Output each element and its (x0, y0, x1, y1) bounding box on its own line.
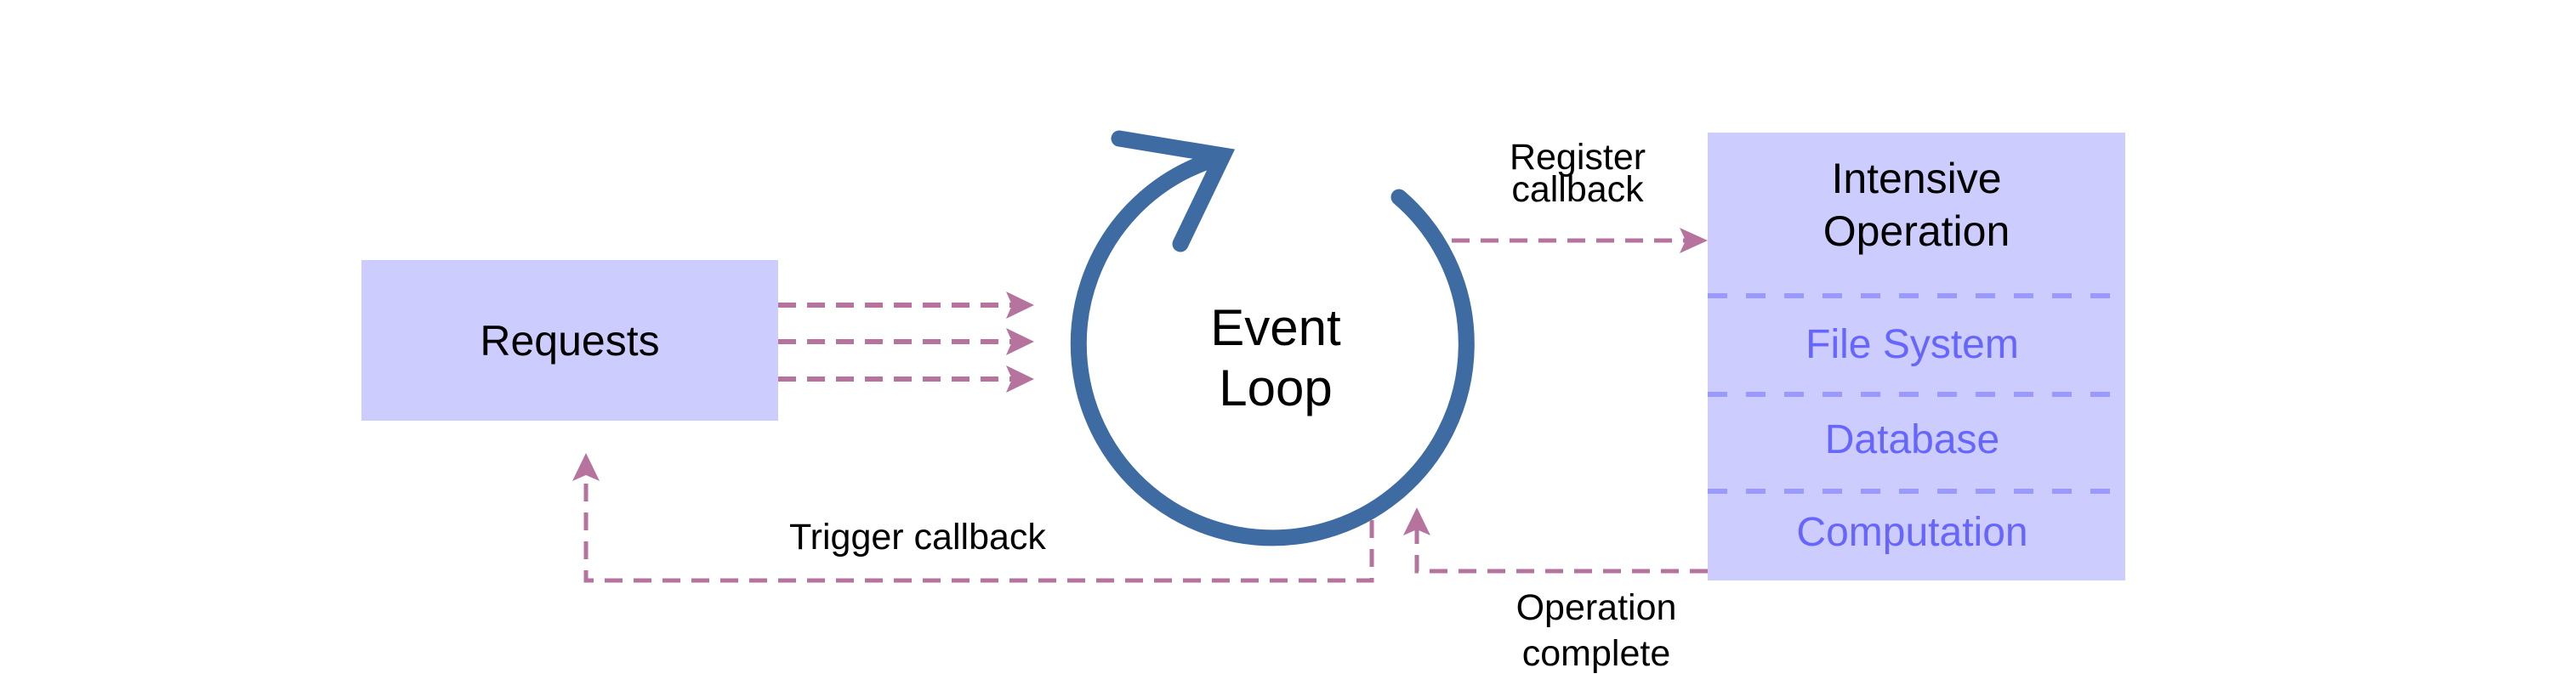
section-dividers (1708, 293, 2114, 494)
request-arrow (778, 365, 1034, 393)
requests-node: Requests (361, 260, 778, 421)
register-callback-label: Register callback (1493, 137, 1663, 210)
event-loop-cycle-icon (1070, 130, 1475, 546)
intensive-operation-node: Intensive Operation File System Database… (1708, 133, 2125, 580)
operation-complete-line1: Operation (1515, 587, 1677, 628)
event-loop-label: Event Loop (1174, 297, 1378, 418)
arrowhead-icon (572, 453, 600, 481)
register-callback-line1: Register (1509, 137, 1646, 178)
register-callback-line2: callback (1511, 169, 1644, 210)
request-arrow (778, 292, 1034, 319)
register-callback-arrow (1452, 228, 1708, 253)
arrowhead-icon (1403, 507, 1430, 535)
section-computation: Computation (1796, 510, 2028, 555)
intensive-operation-title-line1: Intensive (1831, 155, 2002, 202)
operation-complete-label: Operation complete (1494, 585, 1698, 677)
section-database: Database (1824, 417, 2000, 462)
trigger-callback-label: Trigger callback (789, 517, 1046, 558)
event-loop-label-line1: Event (1210, 299, 1341, 356)
intensive-operation-title-line2: Operation (1823, 207, 2010, 255)
arrowhead-icon (1680, 228, 1708, 253)
arrowhead-icon (1006, 365, 1034, 393)
requests-to-loop-arrows (778, 292, 1034, 393)
event-loop-label-line2: Loop (1219, 359, 1333, 416)
section-file-system: File System (1805, 322, 2019, 367)
operation-complete-line2: complete (1521, 633, 1671, 674)
operation-complete-arrow (1403, 507, 1708, 574)
intensive-operation-title: Intensive Operation (1708, 152, 2125, 258)
arrowhead-icon (1006, 292, 1034, 319)
arrowhead-icon (1006, 328, 1034, 355)
request-arrow (778, 328, 1034, 355)
trigger-callback-arrow (572, 453, 1374, 583)
requests-label: Requests (480, 317, 660, 365)
